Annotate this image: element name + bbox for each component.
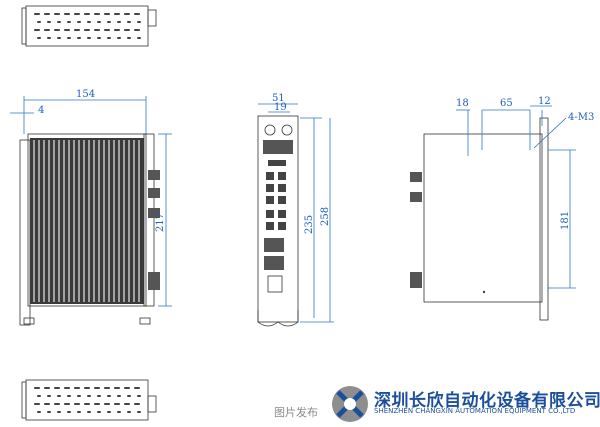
dim-side-total-width: 51 [272, 93, 285, 104]
dim-front-width: 154 [76, 89, 95, 100]
dim-side-height-total: 258 [320, 207, 331, 226]
bottom-view [21, 379, 157, 421]
dim-rear-left-offset: 18 [456, 98, 469, 109]
dim-rear-hole-height: 181 [560, 211, 571, 230]
dim-front-depth: 4 [38, 105, 44, 116]
watermark-text: 图片发布 [274, 406, 318, 419]
rear-view [410, 117, 549, 321]
dim-rear-hole-spec: 4-M3 [568, 112, 594, 123]
dim-side-inner-width: 19 [274, 102, 287, 113]
dim-rear-hole-pitch: 65 [500, 98, 513, 109]
top-view [21, 5, 157, 47]
dim-side-height-inner: 235 [304, 215, 315, 234]
company-name-cn: 深圳长欣自动化设备有限公司 [374, 391, 600, 411]
side-view-panel [257, 115, 299, 327]
company-name-en: SHENZHEN CHANGXIN AUTOMATION EQUIPMENT C… [374, 407, 576, 415]
side-dimensions [258, 103, 334, 323]
dim-rear-right-offset: 12 [538, 96, 551, 107]
rear-dimensions [456, 105, 576, 289]
front-view-heatsink [19, 133, 160, 326]
front-dimensions [10, 96, 172, 307]
dim-front-height: 217 [155, 213, 166, 232]
company-logo-icon [332, 386, 368, 422]
